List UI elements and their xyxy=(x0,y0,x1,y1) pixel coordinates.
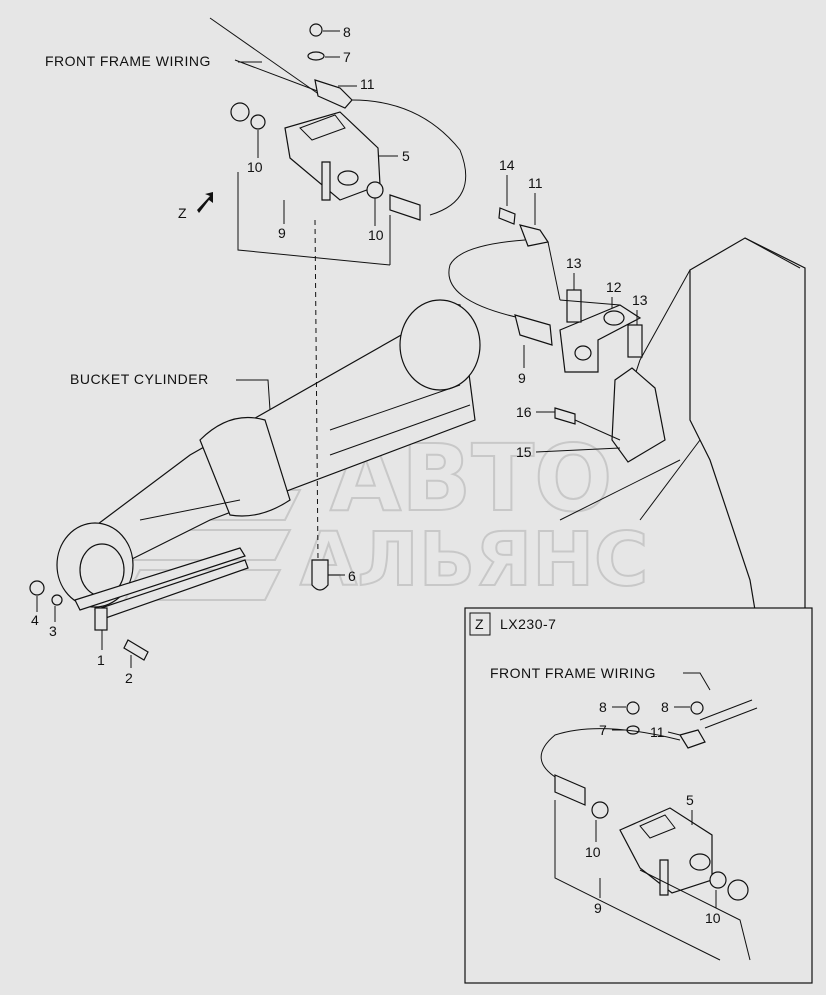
callout-13a: 13 xyxy=(566,255,582,271)
inset-model-label: LX230-7 xyxy=(500,616,556,632)
callout-5: 5 xyxy=(402,148,410,164)
plate-13a xyxy=(566,289,582,323)
callout-13b: 13 xyxy=(632,292,648,308)
callouts: 8 7 11 5 10 10 9 14 11 13 12 13 9 16 15 … xyxy=(31,24,648,686)
inset-callout-10a: 10 xyxy=(585,844,601,860)
clip-11 xyxy=(314,79,353,109)
view-z-label: Z xyxy=(178,205,187,221)
watermark-line2: АЛЬЯНС xyxy=(300,517,648,603)
callout-9: 9 xyxy=(278,225,286,241)
nut-8 xyxy=(309,23,323,37)
washer-10b xyxy=(366,181,384,199)
callout-16: 16 xyxy=(516,404,532,420)
callout-15: 15 xyxy=(516,444,532,460)
callout-7: 7 xyxy=(343,49,351,65)
inset-callout-11: 11 xyxy=(650,724,665,740)
callout-14: 14 xyxy=(499,157,515,173)
lower-sensor-assembly xyxy=(448,207,666,463)
screw-14 xyxy=(498,207,516,225)
callout-1: 1 xyxy=(97,652,105,668)
bracket-5 xyxy=(284,111,381,201)
u-bolt xyxy=(311,559,345,591)
inset-callout-8b: 8 xyxy=(661,699,669,715)
callout-10a: 10 xyxy=(247,159,263,175)
plate-13b xyxy=(627,324,643,358)
inset-z-label: Z xyxy=(475,616,484,632)
inset-callout-8a: 8 xyxy=(599,699,607,715)
sensor-9 xyxy=(389,194,421,221)
inset-callout-9: 9 xyxy=(594,900,602,916)
main-labels: FRONT FRAME WIRING BUCKET CYLINDER Z xyxy=(45,53,271,411)
callout-4: 4 xyxy=(31,612,39,628)
sensor-rod xyxy=(29,547,249,661)
inset-callout-10b: 10 xyxy=(705,910,721,926)
bucket-cylinder-label: BUCKET CYLINDER xyxy=(70,371,209,387)
sensor-9b xyxy=(514,314,553,346)
inset-callout-7: 7 xyxy=(599,722,607,738)
washer-7 xyxy=(307,51,325,61)
front-frame-wiring-label: FRONT FRAME WIRING xyxy=(45,53,211,69)
callout-11b: 11 xyxy=(528,175,543,191)
callout-12: 12 xyxy=(606,279,622,295)
inset-lx230-7: Z LX230-7 FRONT FRAME WIRING 8 8 7 11 5 … xyxy=(464,607,813,984)
callout-3: 3 xyxy=(49,623,57,639)
inset-callout-5: 5 xyxy=(686,792,694,808)
bracket-15 xyxy=(611,367,666,463)
view-z-arrow-icon xyxy=(197,192,213,213)
callout-2: 2 xyxy=(125,670,133,686)
callout-9b: 9 xyxy=(518,370,526,386)
callout-10b: 10 xyxy=(368,227,384,243)
callout-8: 8 xyxy=(343,24,351,40)
front-frame-arm xyxy=(559,237,806,701)
callout-6: 6 xyxy=(348,568,356,584)
callout-11: 11 xyxy=(360,76,375,92)
bucket-cylinder xyxy=(56,299,481,608)
bolt-16 xyxy=(554,407,576,425)
upper-sensor-assembly xyxy=(209,17,467,266)
clip-11b xyxy=(519,224,549,247)
watermark: АВТО АЛЬЯНС xyxy=(123,424,649,604)
washer-10a xyxy=(230,102,250,122)
inset-front-frame-wiring-label: FRONT FRAME WIRING xyxy=(490,665,656,681)
